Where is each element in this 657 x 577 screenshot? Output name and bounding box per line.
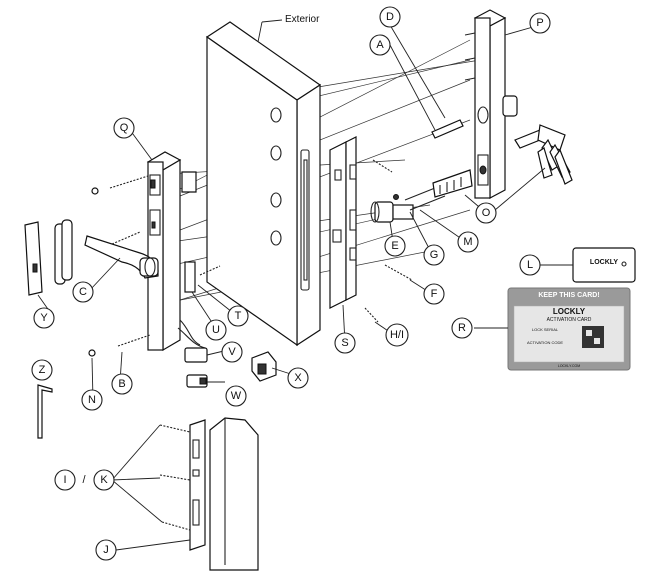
callout-V: V xyxy=(221,341,243,363)
exterior-label: Exterior xyxy=(285,14,320,25)
callout-HI-label: H/I xyxy=(390,329,404,341)
callout-O: O xyxy=(475,202,497,224)
callout-S: S xyxy=(334,332,356,354)
mortise-lock-body xyxy=(329,136,357,309)
callout-C: C xyxy=(72,281,94,303)
activation-card: KEEP THIS CARD! LOCKLY ACTIVATION CARD L… xyxy=(507,287,631,371)
callout-B: B xyxy=(111,373,133,395)
cover-plate xyxy=(24,219,73,296)
callout-U: U xyxy=(205,319,227,341)
exterior-screws xyxy=(88,175,151,357)
callout-J-label: J xyxy=(103,544,109,556)
callout-I-label: I xyxy=(63,474,66,486)
callout-A: A xyxy=(369,34,391,56)
callout-P: P xyxy=(529,12,551,34)
callout-B-label: B xyxy=(118,378,125,390)
callout-G: G xyxy=(423,244,445,266)
callout-J: J xyxy=(95,539,117,561)
small-lockly-card: LOCKLY xyxy=(572,247,636,283)
interior-handle-plate xyxy=(464,9,518,199)
callout-T: T xyxy=(227,305,249,327)
callout-I: I xyxy=(54,469,76,491)
callout-O-label: O xyxy=(482,207,491,219)
callout-D-label: D xyxy=(386,11,394,23)
callout-S-label: S xyxy=(341,337,348,349)
keys xyxy=(514,124,573,185)
callout-Y: Y xyxy=(33,307,55,329)
callout-Y-label: Y xyxy=(40,312,48,324)
mortise-screws xyxy=(364,159,413,323)
callout-K: K xyxy=(93,469,115,491)
callout-U-label: U xyxy=(212,324,220,336)
callout-M: M xyxy=(457,231,479,253)
card-lock-serial: LOCK SERIAL xyxy=(532,327,559,332)
callout-HI: H/I xyxy=(385,323,409,347)
callout-slash: / xyxy=(82,474,86,486)
callout-A-label: A xyxy=(376,39,384,51)
callout-L-label: L xyxy=(527,259,533,271)
callout-K-label: K xyxy=(100,474,108,486)
callout-Z: Z xyxy=(31,359,53,381)
card-banner: KEEP THIS CARD! xyxy=(538,292,599,299)
callout-E: E xyxy=(384,235,406,257)
callout-E-label: E xyxy=(391,240,398,252)
card-title: ACTIVATION CARD xyxy=(547,317,592,323)
card-logo: LOCKLY xyxy=(553,307,586,316)
lever-handle xyxy=(84,235,159,279)
spindle-rods xyxy=(404,119,473,211)
callout-F-label: F xyxy=(431,288,438,300)
callout-M-label: M xyxy=(463,236,472,248)
callout-N: N xyxy=(81,389,103,411)
callout-D: D xyxy=(379,6,401,28)
callout-R: R xyxy=(451,317,473,339)
callout-X: X xyxy=(287,367,309,389)
strike-plate xyxy=(159,417,259,571)
callout-W-label: W xyxy=(231,390,242,402)
card-activation-code: ACTIVATION CODE xyxy=(527,340,563,345)
exterior-leader xyxy=(261,19,283,23)
callout-Z-label: Z xyxy=(39,364,46,376)
key-cylinder xyxy=(370,201,414,223)
door-slab xyxy=(205,21,322,347)
callout-W: W xyxy=(225,385,247,407)
callout-V-label: V xyxy=(228,346,236,358)
callout-X-label: X xyxy=(294,372,302,384)
callout-L: L xyxy=(519,254,541,276)
card-footer: LOCKLY.COM xyxy=(558,364,580,368)
hex-key xyxy=(37,384,53,439)
small-card-logo: LOCKLY xyxy=(590,259,618,266)
exterior-leader-down xyxy=(257,21,263,43)
callout-P-label: P xyxy=(536,17,543,29)
callout-Q-label: Q xyxy=(120,122,129,134)
callout-C-label: C xyxy=(79,286,87,298)
callout-Q: Q xyxy=(113,117,135,139)
callout-R-label: R xyxy=(458,322,466,334)
callout-G-label: G xyxy=(430,249,439,261)
exterior-handle-plate xyxy=(146,151,206,352)
callout-N-label: N xyxy=(88,394,96,406)
callout-F: F xyxy=(423,283,445,305)
callout-T-label: T xyxy=(235,310,242,322)
cable-connector-parts xyxy=(184,261,277,388)
